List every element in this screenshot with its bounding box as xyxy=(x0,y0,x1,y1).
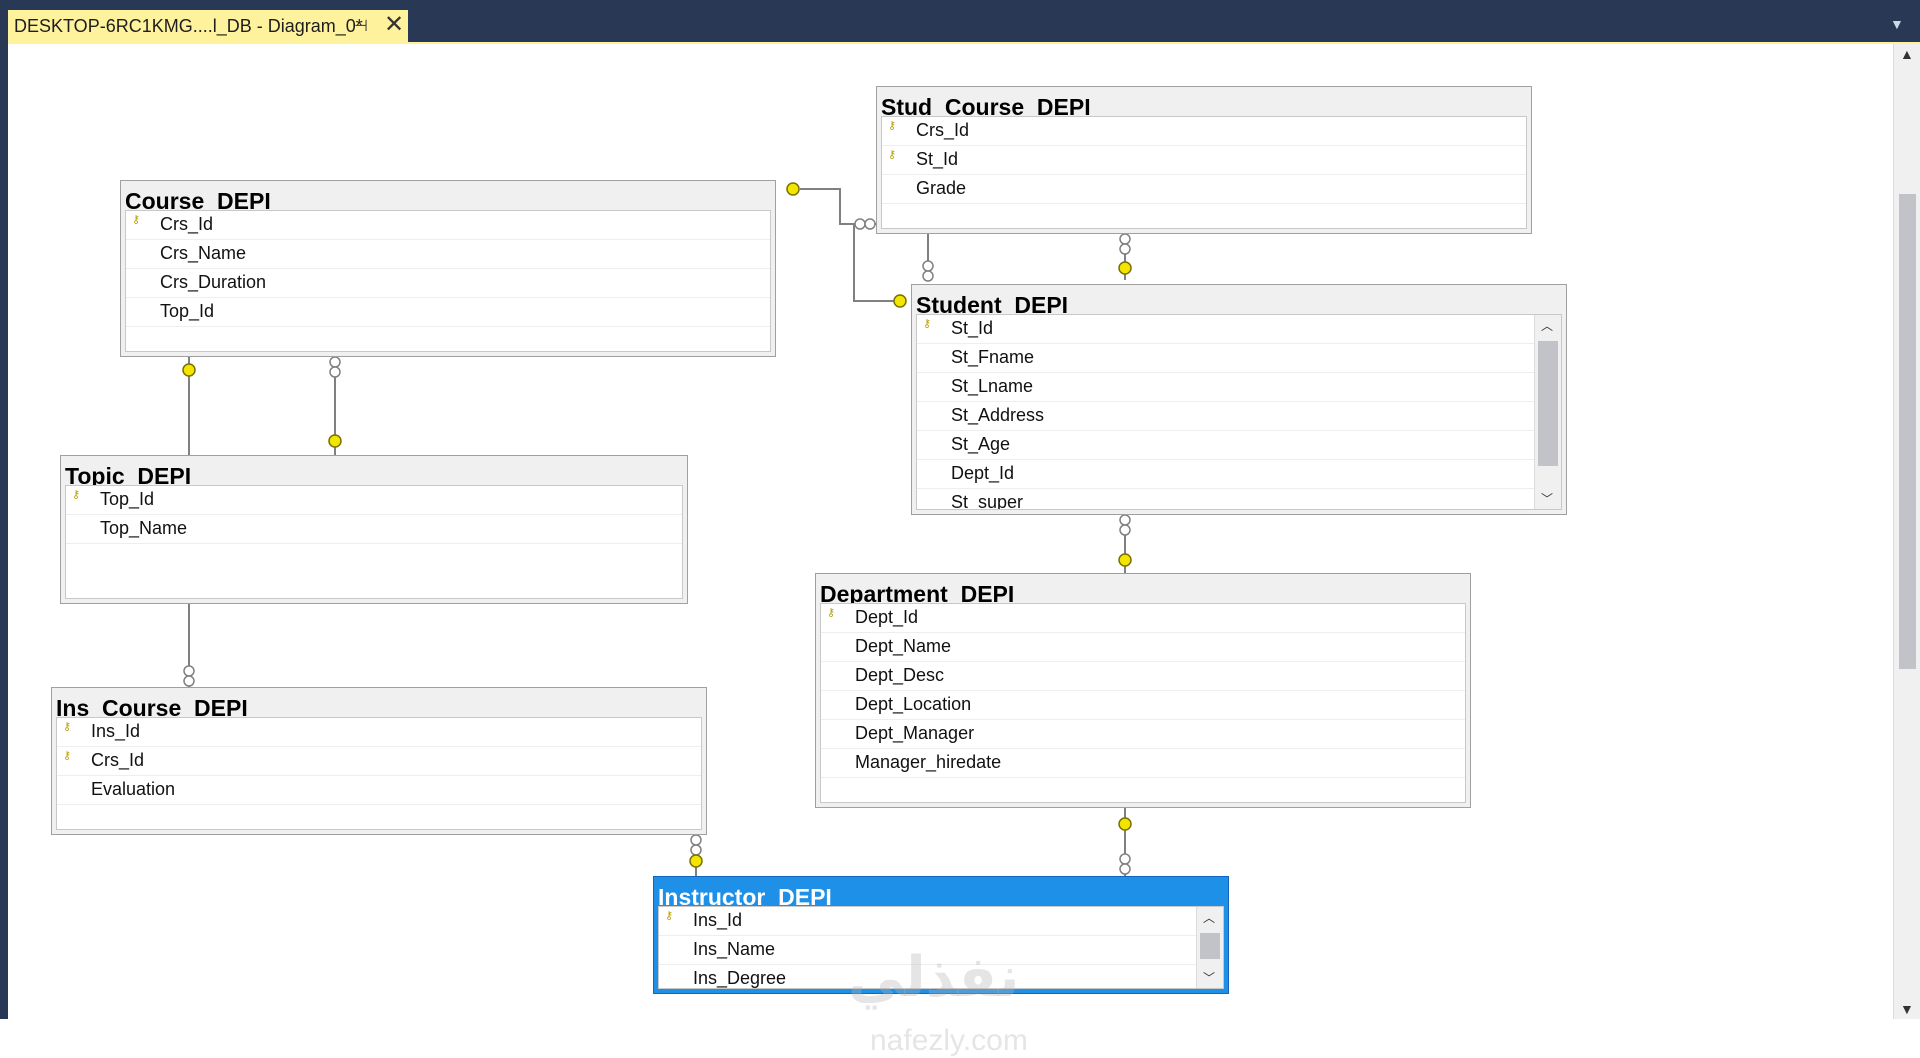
close-icon[interactable]: ✕ xyxy=(384,11,405,38)
column-row[interactable]: Crs_Name xyxy=(126,240,770,269)
tab-underline xyxy=(8,42,1920,44)
column-row[interactable]: Dept_Id xyxy=(917,460,1561,489)
column-row[interactable]: ⚷St_Id xyxy=(882,146,1526,175)
link-course-studcourse xyxy=(800,188,876,225)
column-row[interactable]: Dept_Name xyxy=(821,633,1465,662)
column-row[interactable]: Dept_Manager xyxy=(821,720,1465,749)
chevron-up-icon[interactable]: ︿ xyxy=(1541,319,1554,333)
primary-key-icon: ⚷ xyxy=(72,489,81,501)
column-list: ⚷Ins_Id Ins_Name Ins_Degree ︿ ﹀ xyxy=(658,906,1224,989)
column-list: ⚷Top_Id Top_Name xyxy=(65,485,683,599)
column-row[interactable]: Top_Id xyxy=(126,298,770,327)
link-studcourse-student xyxy=(853,224,894,302)
column-row[interactable]: ⚷Ins_Id xyxy=(57,718,701,747)
table-title: Ins_Course_DEPI xyxy=(56,695,248,718)
table-title: Department_DEPI xyxy=(820,581,1015,604)
primary-key-icon: ⚷ xyxy=(827,607,836,619)
chevron-up-icon[interactable]: ︿ xyxy=(1203,911,1216,925)
primary-key-icon: ⚷ xyxy=(665,910,674,922)
primary-key-icon: ⚷ xyxy=(63,750,72,762)
scroll-thumb[interactable] xyxy=(1200,933,1220,959)
column-row[interactable]: ⚷Crs_Id xyxy=(126,211,770,240)
column-row[interactable]: ⚷Top_Id xyxy=(66,486,682,515)
window-frame-left xyxy=(0,42,8,1019)
diagram-vertical-scrollbar[interactable]: ▲ ▼ xyxy=(1893,44,1920,1019)
scroll-up-icon[interactable]: ▲ xyxy=(1900,46,1914,62)
table-instructor[interactable]: Instructor_DEPI ⚷Ins_Id Ins_Name Ins_Deg… xyxy=(653,876,1229,994)
pin-icon[interactable]: ⊣ xyxy=(354,18,368,35)
scroll-down-icon[interactable]: ▼ xyxy=(1900,1001,1914,1017)
table-stud-course[interactable]: Stud_Course_DEPI ⚷Crs_Id ⚷St_Id Grade xyxy=(876,86,1532,234)
column-row[interactable]: Top_Name xyxy=(66,515,682,544)
column-row[interactable]: Crs_Duration xyxy=(126,269,770,298)
column-list: ⚷St_Id St_Fname St_Lname St_Address St_A… xyxy=(916,314,1562,510)
scroll-thumb[interactable] xyxy=(1538,341,1558,466)
table-title: Topic_DEPI xyxy=(65,463,192,486)
table-ins-course[interactable]: Ins_Course_DEPI ⚷Ins_Id ⚷Crs_Id Evaluati… xyxy=(51,687,707,835)
tab-overflow-chevron-down-icon[interactable]: ▼ xyxy=(1890,16,1904,32)
relationship-lines xyxy=(182,182,1132,876)
column-row[interactable]: Ins_Name xyxy=(659,936,1223,965)
column-row[interactable]: Grade xyxy=(882,175,1526,204)
column-list: ⚷Dept_Id Dept_Name Dept_Desc Dept_Locati… xyxy=(820,603,1466,803)
watermark-logo: نفذلي xyxy=(848,945,1020,1008)
watermark-url: nafezly.com xyxy=(870,1024,1028,1057)
column-row[interactable]: St_Age xyxy=(917,431,1561,460)
primary-key-icon: ⚷ xyxy=(888,149,897,161)
column-row[interactable]: Manager_hiredate xyxy=(821,749,1465,778)
column-row[interactable]: St_Fname xyxy=(917,344,1561,373)
chevron-down-icon[interactable]: ﹀ xyxy=(1541,492,1554,506)
primary-key-icon: ⚷ xyxy=(888,120,897,132)
table-topic[interactable]: Topic_DEPI ⚷Top_Id Top_Name xyxy=(60,455,688,604)
scroll-thumb[interactable] xyxy=(1899,194,1916,669)
column-row[interactable]: Ins_Degree xyxy=(659,965,1223,988)
table-title: Student_DEPI xyxy=(916,292,1069,315)
column-row[interactable]: St_Lname xyxy=(917,373,1561,402)
column-list: ⚷Crs_Id ⚷St_Id Grade xyxy=(881,116,1527,229)
table-title: Stud_Course_DEPI xyxy=(881,94,1091,117)
column-row[interactable]: Dept_Desc xyxy=(821,662,1465,691)
table-scrollbar[interactable]: ︿ ﹀ xyxy=(1534,315,1561,509)
column-row[interactable]: St_super xyxy=(917,489,1561,509)
column-list: ⚷Ins_Id ⚷Crs_Id Evaluation xyxy=(56,717,702,830)
diagram-canvas[interactable]: Stud_Course_DEPI ⚷Crs_Id ⚷St_Id Grade Co… xyxy=(8,44,1893,1057)
table-department[interactable]: Department_DEPI ⚷Dept_Id Dept_Name Dept_… xyxy=(815,573,1471,808)
column-list: ⚷Crs_Id Crs_Name Crs_Duration Top_Id xyxy=(125,210,771,352)
column-row[interactable]: ⚷St_Id xyxy=(917,315,1561,344)
chevron-down-icon[interactable]: ﹀ xyxy=(1203,971,1216,985)
column-row[interactable]: ⚷Ins_Id xyxy=(659,907,1223,936)
column-row[interactable]: Dept_Location xyxy=(821,691,1465,720)
table-title: Instructor_DEPI xyxy=(658,884,832,907)
tab-diagram[interactable]: DESKTOP-6RC1KMG....l_DB - Diagram_0* ⊣ ✕ xyxy=(8,10,408,42)
tab-title: DESKTOP-6RC1KMG....l_DB - Diagram_0* xyxy=(14,15,363,36)
table-student[interactable]: Student_DEPI ⚷St_Id St_Fname St_Lname St… xyxy=(911,284,1567,515)
column-row[interactable]: St_Address xyxy=(917,402,1561,431)
primary-key-icon: ⚷ xyxy=(923,318,932,330)
primary-key-icon: ⚷ xyxy=(63,721,72,733)
table-scrollbar[interactable]: ︿ ﹀ xyxy=(1196,907,1223,988)
primary-key-icon: ⚷ xyxy=(132,214,141,226)
column-row[interactable]: Evaluation xyxy=(57,776,701,805)
column-row[interactable]: ⚷Crs_Id xyxy=(882,117,1526,146)
table-course[interactable]: Course_DEPI ⚷Crs_Id Crs_Name Crs_Duratio… xyxy=(120,180,776,357)
column-row[interactable]: ⚷Crs_Id xyxy=(57,747,701,776)
column-row[interactable]: ⚷Dept_Id xyxy=(821,604,1465,633)
table-title: Course_DEPI xyxy=(125,188,271,211)
